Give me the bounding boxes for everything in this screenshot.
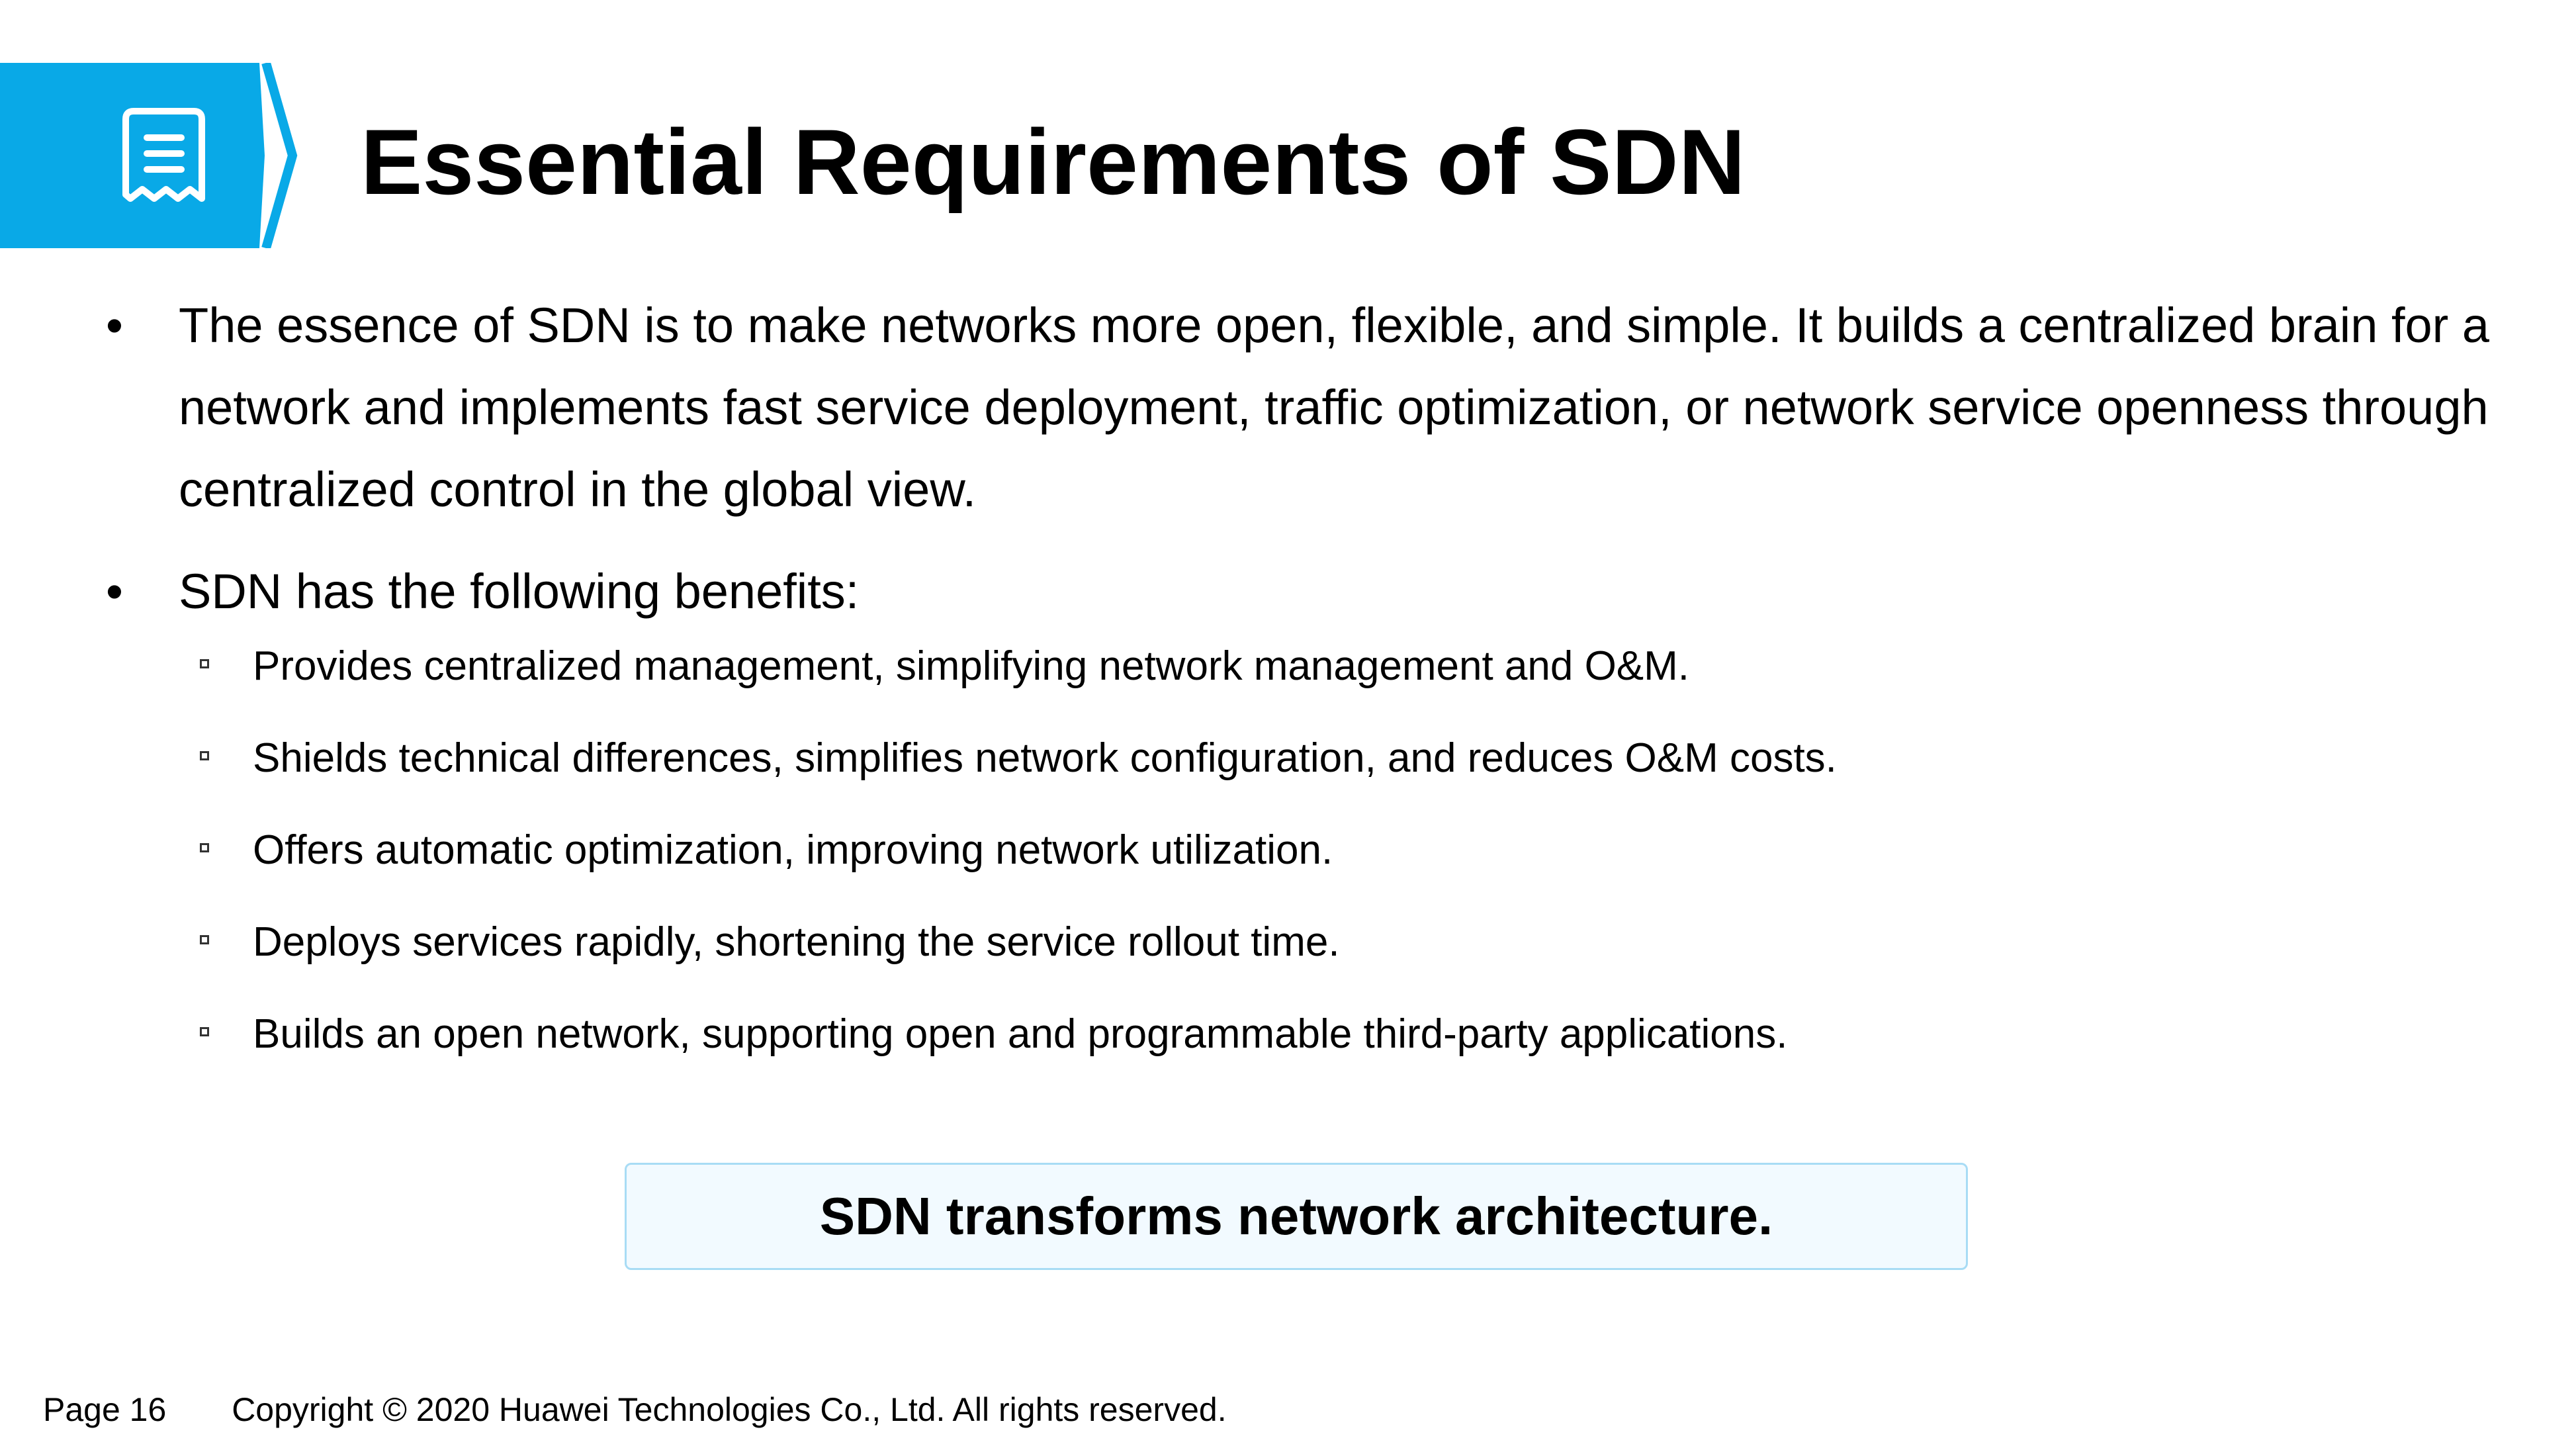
- sub-list-item: Deploys services rapidly, shortening the…: [200, 915, 2576, 970]
- square-bullet-icon: [200, 751, 209, 760]
- callout-box: SDN transforms network architecture.: [625, 1163, 1968, 1270]
- page-number: Page 16: [43, 1391, 167, 1428]
- bullet-list: • The essence of SDN is to make networks…: [0, 285, 2576, 1099]
- title-banner: [0, 63, 265, 248]
- sub-list-item: Offers automatic optimization, improving…: [200, 823, 2576, 878]
- document-icon: [122, 108, 205, 202]
- sub-bullet-list: Provides centralized management, simplif…: [0, 639, 2576, 1062]
- square-bullet-icon: [200, 935, 209, 944]
- sub-bullet-text: Offers automatic optimization, improving…: [253, 827, 1333, 873]
- sub-list-item: Shields technical differences, simplifie…: [200, 731, 2576, 786]
- sub-bullet-text: Deploys services rapidly, shortening the…: [253, 919, 1340, 965]
- list-item: • SDN has the following benefits:: [106, 551, 2508, 633]
- sub-list-item: Builds an open network, supporting open …: [200, 1007, 2576, 1062]
- sub-bullet-text: Builds an open network, supporting open …: [253, 1011, 1788, 1057]
- bullet-marker: •: [106, 298, 123, 353]
- copyright-notice: Copyright © 2020 Huawei Technologies Co.…: [232, 1391, 1227, 1428]
- square-bullet-icon: [200, 843, 209, 852]
- square-bullet-icon: [200, 659, 209, 668]
- bullet-text: SDN has the following benefits:: [179, 564, 860, 619]
- square-bullet-icon: [200, 1027, 209, 1036]
- footer: Page 16 Copyright © 2020 Huawei Technolo…: [43, 1390, 1227, 1429]
- bullet-marker: •: [106, 564, 123, 619]
- bullet-text: The essence of SDN is to make networks m…: [179, 298, 2490, 517]
- sub-bullet-text: Shields technical differences, simplifie…: [253, 735, 1837, 781]
- sub-list-item: Provides centralized management, simplif…: [200, 639, 2576, 694]
- banner-chevron: [261, 63, 298, 248]
- sub-bullet-text: Provides centralized management, simplif…: [253, 643, 1690, 689]
- page-title: Essential Requirements of SDN: [361, 110, 1746, 214]
- list-item: • The essence of SDN is to make networks…: [106, 285, 2508, 531]
